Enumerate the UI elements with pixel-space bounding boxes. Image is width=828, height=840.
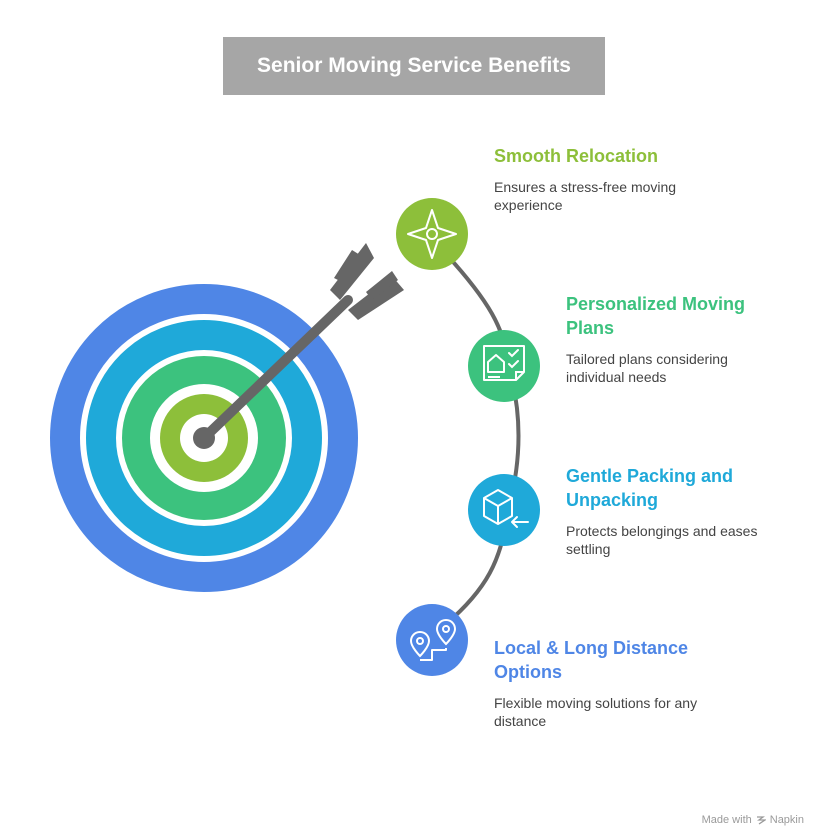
item-gentle-packing: Gentle Packing and Unpacking Protects be…	[566, 464, 806, 558]
item-description: Ensures a stress-free moving experience	[494, 179, 677, 213]
page-title: Senior Moving Service Benefits	[257, 54, 571, 77]
item-description: Flexible moving solutions for any distan…	[494, 695, 698, 729]
item-title: Local & Long Distance Options	[494, 638, 689, 682]
napkin-logo-icon	[756, 816, 766, 825]
footer-brand: Napkin	[769, 814, 804, 826]
title-box: Senior Moving Service Benefits	[223, 37, 605, 95]
ring-outer	[50, 284, 358, 592]
compass-star-icon	[396, 198, 468, 270]
item-description: Protects belongings and eases settling	[566, 523, 758, 557]
house-checklist-icon	[468, 330, 540, 402]
box-arrow-icon	[468, 474, 540, 546]
connector-arc	[444, 252, 521, 626]
route-pins-icon	[396, 604, 468, 676]
arrow	[193, 243, 404, 449]
item-title: Smooth Relocation	[494, 146, 659, 166]
footer: Made with Napkin	[702, 814, 804, 826]
item-smooth-relocation: Smooth Relocation Ensures a stress-free …	[494, 144, 794, 214]
ring-third	[122, 356, 286, 520]
item-title: Personalized Moving Plans	[566, 294, 746, 338]
item-title: Gentle Packing and Unpacking	[566, 466, 734, 510]
item-description: Tailored plans considering individual ne…	[566, 351, 728, 385]
ring-second	[86, 320, 322, 556]
item-personalized-plans: Personalized Moving Plans Tailored plans…	[566, 292, 806, 386]
item-distance-options: Local & Long Distance Options Flexible m…	[494, 636, 794, 730]
footer-text: Made with	[701, 814, 752, 826]
